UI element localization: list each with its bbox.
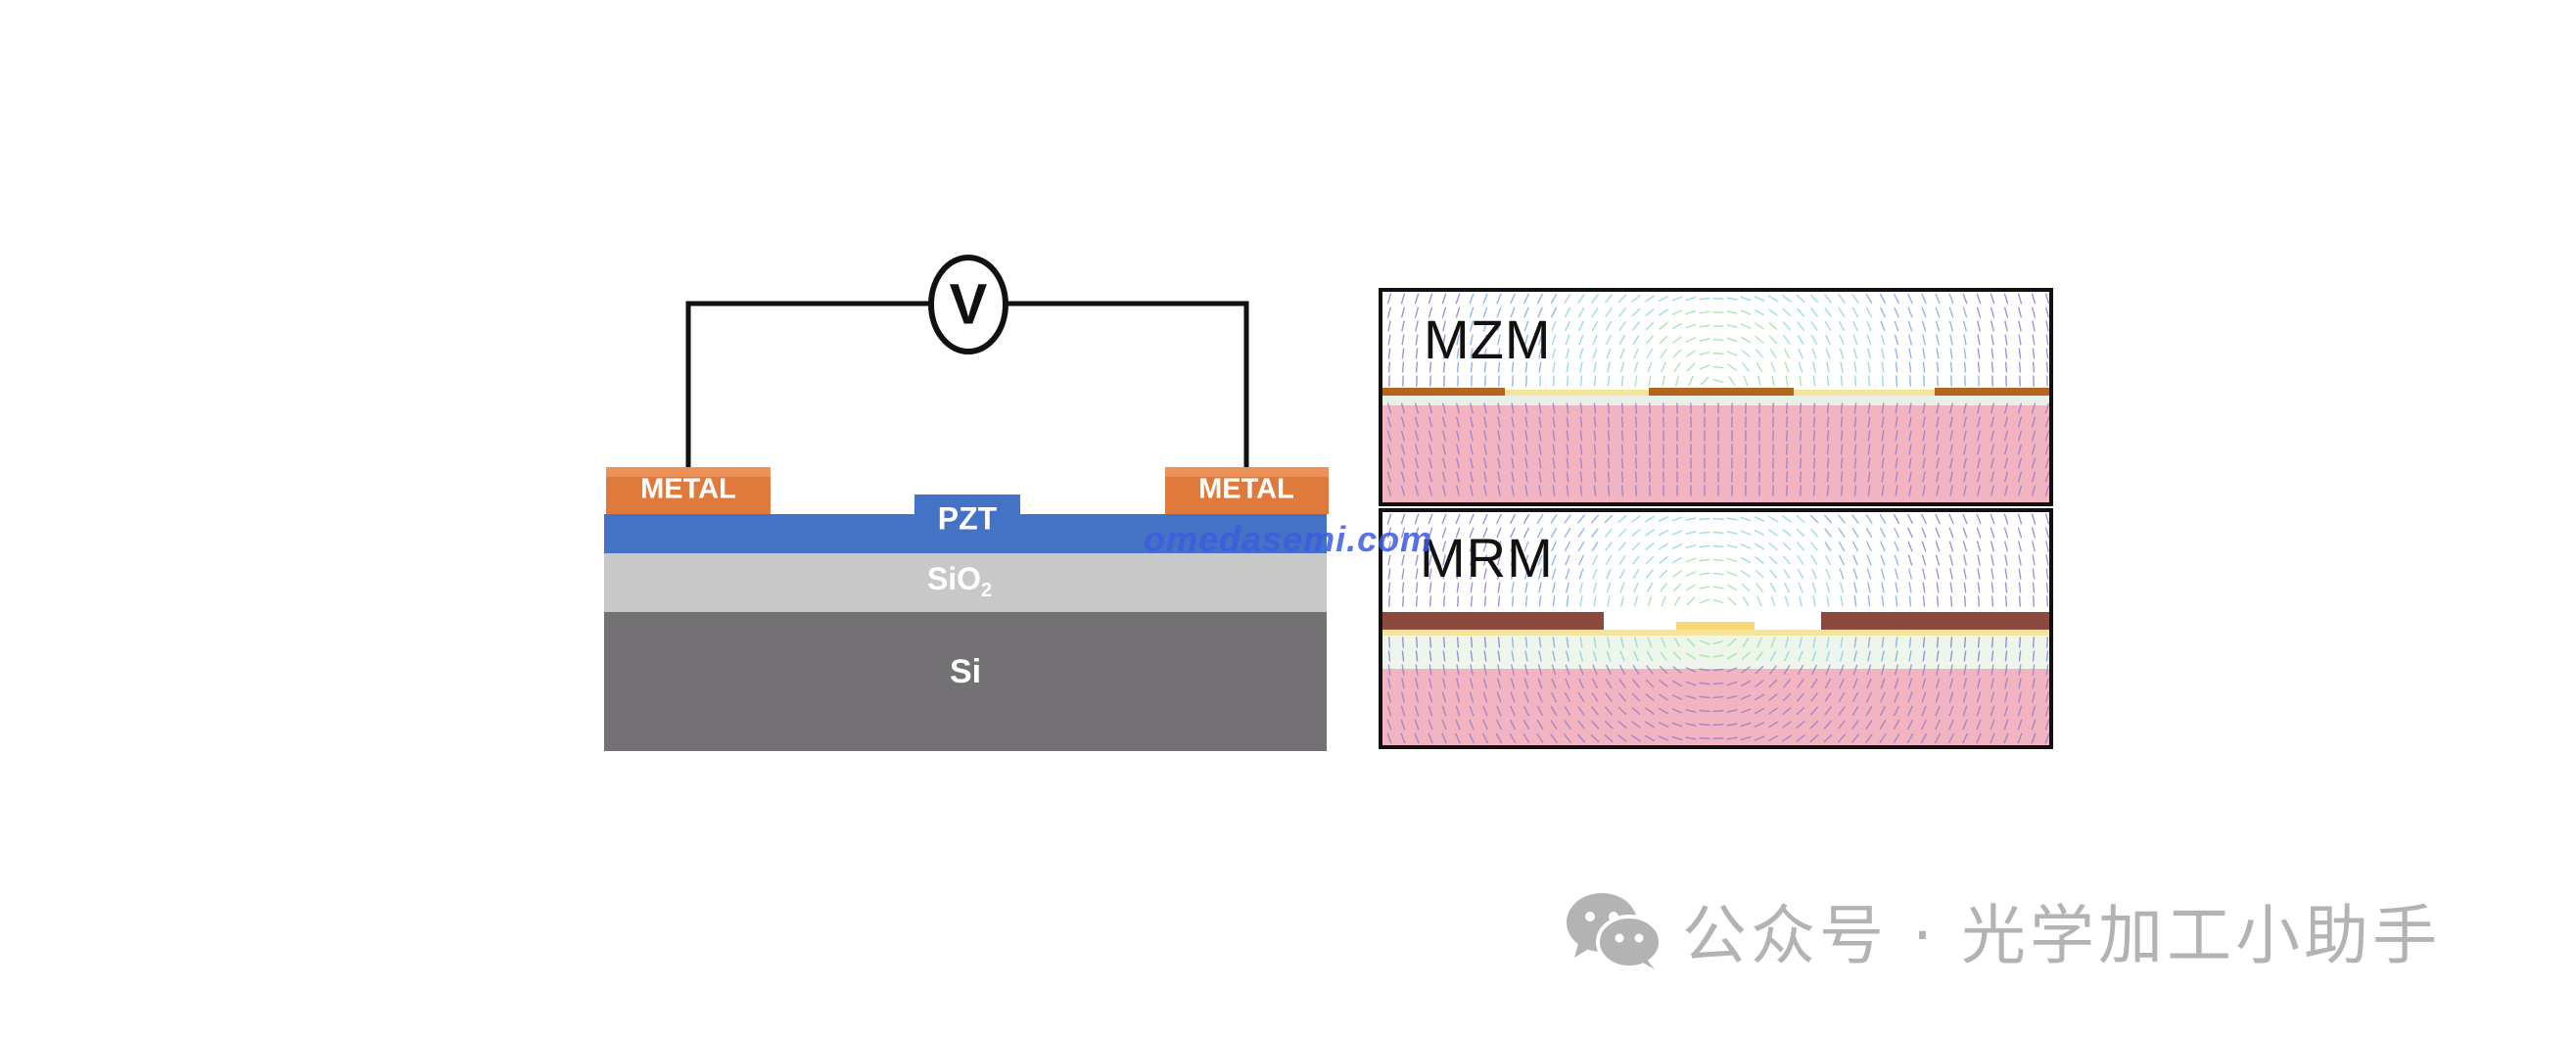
voltmeter-symbol: V xyxy=(950,272,988,336)
mrm-field-plot xyxy=(1382,513,2049,745)
mrm-electrode-left xyxy=(1382,612,1604,630)
svg-text:METAL: METAL xyxy=(1198,474,1294,505)
wechat-icon xyxy=(1567,893,1663,969)
right-metal-contact: METAL xyxy=(1165,467,1329,514)
sio2-label: SiO2 xyxy=(927,561,992,601)
mzm-cladding xyxy=(1382,396,2049,405)
mrm-waveguide xyxy=(1676,622,1755,630)
left-wire xyxy=(685,301,932,488)
pzt-label: PZT xyxy=(938,500,998,536)
mrm-cladding xyxy=(1382,636,2049,669)
mrm-electrode-right xyxy=(1821,612,2049,630)
mzm-field-plot xyxy=(1382,293,2049,502)
mzm-label: MZM xyxy=(1424,308,1552,370)
right-wire xyxy=(1005,301,1249,468)
pzt-bump xyxy=(914,495,1020,519)
device-cross-section: V Si SiO2 PZT METAL METAL xyxy=(604,255,1329,751)
mzm-substrate xyxy=(1382,405,2049,502)
mrm-film xyxy=(1382,630,2049,636)
mzm-field-arrows xyxy=(1386,293,2049,496)
svg-text:METAL: METAL xyxy=(640,474,736,505)
wechat-footer: 公众号 · 光学加工小助手 xyxy=(1565,886,2441,974)
mzm-field-panel: MZM xyxy=(1379,288,2053,506)
sio2-layer xyxy=(604,553,1327,612)
left-metal-contact: METAL xyxy=(606,467,771,514)
site-watermark: omedasemi.com xyxy=(1144,519,1433,559)
mzm-electrode-right xyxy=(1935,388,2049,396)
mzm-electrode-center xyxy=(1649,388,1794,396)
mrm-label: MRM xyxy=(1420,527,1554,589)
pzt-layer xyxy=(604,514,1327,553)
voltmeter-icon: V xyxy=(928,255,1008,354)
si-layer xyxy=(604,611,1327,751)
si-label: Si xyxy=(950,653,981,690)
mzm-electrode-left xyxy=(1382,388,1505,396)
footer-text: 公众号 · 光学加工小助手 xyxy=(1682,898,2441,973)
mrm-field-arrows xyxy=(1386,513,2049,744)
mrm-field-panel: MRM xyxy=(1379,508,2053,749)
